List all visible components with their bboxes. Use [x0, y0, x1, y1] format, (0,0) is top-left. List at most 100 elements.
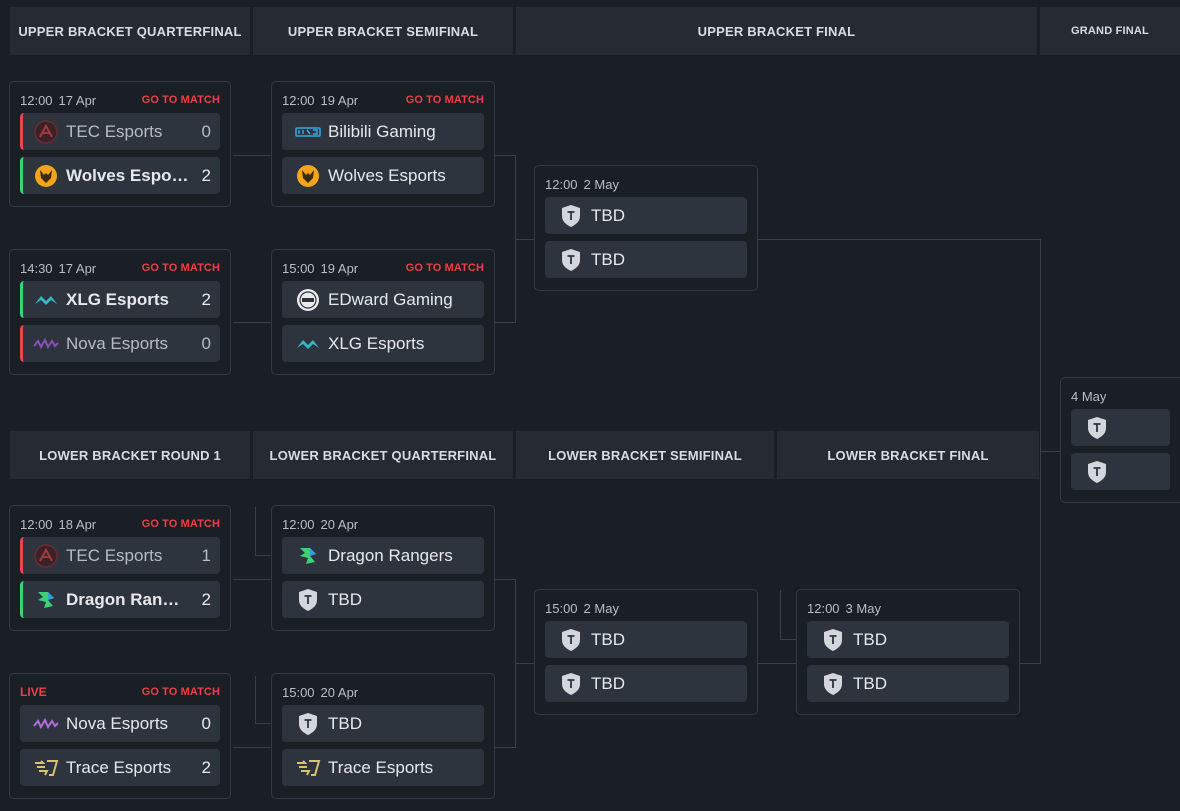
go-to-match-link[interactable]: GO TO MATCH [141, 94, 220, 106]
team-name: Dragon Rangers [328, 545, 453, 565]
team-score: 2 [201, 165, 211, 185]
edward-gaming-logo-icon [295, 287, 321, 313]
team-name: TBD [853, 673, 887, 693]
team-name: Dragon Rangers [66, 589, 189, 609]
team-row[interactable]: XLG Esports 2 [20, 281, 220, 318]
team-row[interactable]: Bilibili Gaming [282, 113, 484, 150]
match-card-grand-final[interactable]: 4 May [1060, 377, 1180, 503]
tec-esports-logo-icon [33, 543, 59, 569]
trace-esports-logo-icon [33, 755, 59, 781]
trace-esports-logo-icon [295, 755, 321, 781]
tbd-shield-icon [558, 671, 584, 697]
team-row[interactable]: TBD [545, 241, 747, 278]
team-row[interactable]: TEC Esports 0 [20, 113, 220, 150]
live-badge: LIVE [20, 685, 47, 699]
team-name: TBD [328, 713, 362, 733]
stage-header-upper-final: UPPER BRACKET FINAL [516, 7, 1037, 55]
team-name: TBD [591, 673, 625, 693]
team-row[interactable]: TBD [545, 665, 747, 702]
team-row[interactable]: Trace Esports [282, 749, 484, 786]
team-score: 1 [201, 545, 211, 565]
team-name: TEC Esports [66, 545, 163, 565]
stage-header-lower-semifinal: LOWER BRACKET SEMIFINAL [516, 431, 774, 479]
stage-header-upper-semifinal: UPPER BRACKET SEMIFINAL [253, 7, 513, 55]
team-name: TEC Esports [66, 121, 163, 141]
team-name: Bilibili Gaming [328, 121, 436, 141]
team-name: XLG Esports [328, 333, 425, 353]
team-name: Trace Esports [328, 757, 434, 777]
team-row[interactable]: TBD [545, 197, 747, 234]
team-row[interactable]: Dragon Rangers [282, 537, 484, 574]
go-to-match-link[interactable]: GO TO MATCH [141, 518, 220, 530]
team-score: 2 [201, 289, 211, 309]
team-row[interactable]: XLG Esports [282, 325, 484, 362]
team-row[interactable]: Nova Esports 0 [20, 705, 220, 742]
tec-esports-logo-icon [33, 119, 59, 145]
team-row[interactable] [1071, 409, 1170, 446]
go-to-match-link[interactable]: GO TO MATCH [405, 262, 484, 274]
tbd-shield-icon [558, 203, 584, 229]
team-row[interactable]: EDward Gaming [282, 281, 484, 318]
team-score: 0 [201, 333, 211, 353]
team-row[interactable]: Wolves Esports [282, 157, 484, 194]
team-row[interactable]: TBD [807, 621, 1009, 658]
team-row[interactable]: Nova Esports 0 [20, 325, 220, 362]
tbd-shield-icon [1084, 459, 1110, 485]
go-to-match-link[interactable]: GO TO MATCH [141, 686, 220, 698]
team-row[interactable] [1071, 453, 1170, 490]
team-name: Wolves Esports [328, 165, 446, 185]
stage-header-lower-final: LOWER BRACKET FINAL [777, 431, 1039, 479]
tbd-shield-icon [820, 671, 846, 697]
stage-header-lower-quarterfinal: LOWER BRACKET QUARTERFINAL [253, 431, 513, 479]
go-to-match-link[interactable]: GO TO MATCH [141, 262, 220, 274]
team-row[interactable]: Wolves Esports 2 [20, 157, 220, 194]
dragon-rangers-logo-icon [33, 587, 59, 613]
tbd-shield-icon [558, 627, 584, 653]
team-name: TBD [591, 249, 625, 269]
team-name: XLG Esports [66, 289, 169, 309]
nova-esports-logo-icon [33, 331, 59, 357]
team-name: Wolves Esports [66, 165, 189, 185]
stage-header-upper-quarterfinal: UPPER BRACKET QUARTERFINAL [10, 7, 250, 55]
wolves-esports-logo-icon [295, 163, 321, 189]
dragon-rangers-logo-icon [295, 543, 321, 569]
team-row[interactable]: TEC Esports 1 [20, 537, 220, 574]
stage-header-lower-round-1: LOWER BRACKET ROUND 1 [10, 431, 250, 479]
team-score: 0 [201, 121, 211, 141]
tbd-shield-icon [1084, 415, 1110, 441]
tbd-shield-icon [558, 247, 584, 273]
wolves-esports-logo-icon [33, 163, 59, 189]
team-name: TBD [328, 589, 362, 609]
stage-header-grand-final: GRAND FINAL [1040, 7, 1180, 55]
team-row[interactable]: Trace Esports 2 [20, 749, 220, 786]
go-to-match-link[interactable]: GO TO MATCH [405, 94, 484, 106]
match-datetime: 4 May [1071, 388, 1107, 404]
team-row[interactable]: TBD [545, 621, 747, 658]
match-card-lbr1-2[interactable]: LIVE GO TO MATCH Nova Esports 0 Trace Es… [9, 673, 231, 799]
team-row[interactable]: TBD [282, 705, 484, 742]
team-row[interactable]: Dragon Rangers 2 [20, 581, 220, 618]
team-row[interactable]: TBD [807, 665, 1009, 702]
tbd-shield-icon [295, 711, 321, 737]
tbd-shield-icon [295, 587, 321, 613]
team-row[interactable]: TBD [282, 581, 484, 618]
